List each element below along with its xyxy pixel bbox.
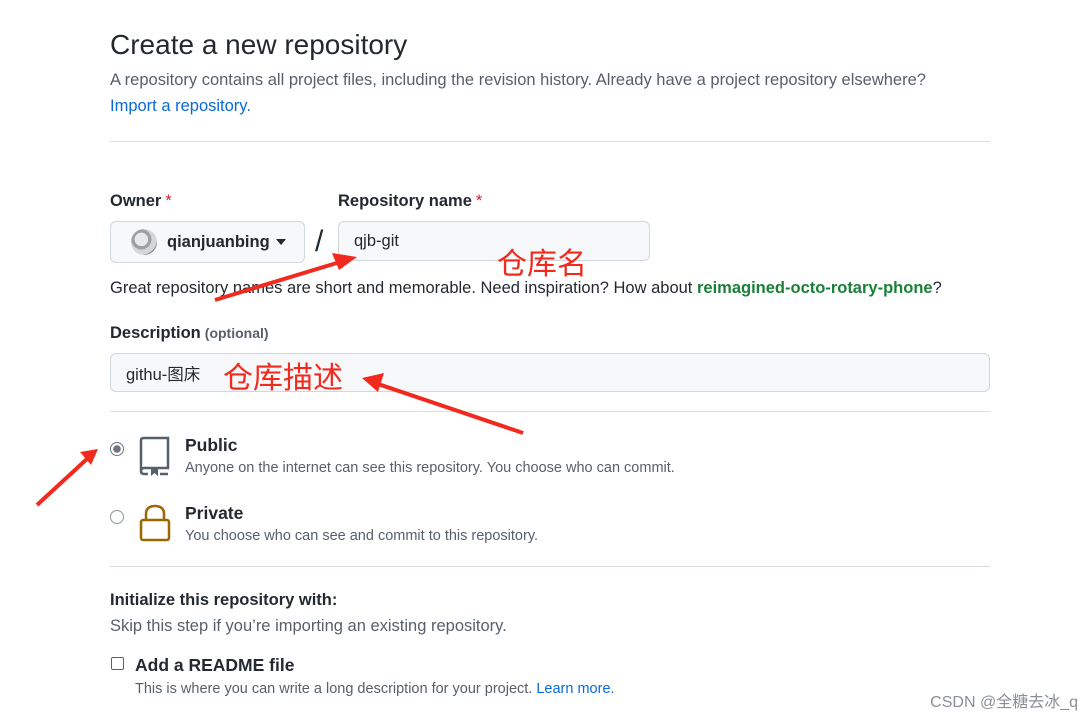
- repo-name-hint: Great repository names are short and mem…: [110, 279, 942, 297]
- required-mark: *: [165, 192, 172, 210]
- arrow-to-public-icon: [35, 449, 98, 507]
- import-repository-link[interactable]: Import a repository.: [110, 97, 251, 115]
- repo-name-label: Repository name*: [338, 192, 483, 210]
- annotation-repo-name: 仓库名: [497, 247, 587, 282]
- required-mark: *: [475, 192, 483, 210]
- annotation-repo-description: 仓库描述: [223, 361, 343, 396]
- divider: [110, 411, 990, 412]
- owner-name: qianjuanbing: [167, 232, 270, 251]
- readme-description: This is where you can write a long descr…: [135, 681, 615, 697]
- caret-down-icon: [275, 239, 286, 245]
- arrow-to-description-icon: [362, 373, 524, 435]
- avatar: [131, 229, 157, 255]
- public-description: Anyone on the internet can see this repo…: [185, 460, 675, 476]
- description-input[interactable]: [110, 353, 990, 392]
- divider: [110, 566, 990, 567]
- initialize-title: Initialize this repository with:: [110, 591, 338, 609]
- arrow-to-repo-name-icon: [214, 253, 357, 302]
- owner-select-button[interactable]: qianjuanbing: [110, 221, 305, 263]
- learn-more-link[interactable]: Learn more.: [536, 681, 615, 697]
- repo-name-input[interactable]: [338, 221, 650, 261]
- private-title: Private: [185, 503, 244, 523]
- lock-icon: [138, 503, 172, 548]
- repo-public-icon: [138, 436, 172, 481]
- public-title: Public: [185, 435, 238, 455]
- initialize-subtitle: Skip this step if you’re importing an ex…: [110, 617, 507, 635]
- private-description: You choose who can see and commit to thi…: [185, 528, 539, 544]
- owner-repo-separator: /: [315, 225, 324, 258]
- readme-checkbox[interactable]: [111, 657, 124, 670]
- page-title: Create a new repository: [110, 29, 408, 60]
- readme-label[interactable]: Add a README file: [135, 655, 295, 675]
- owner-label: Owner*: [110, 192, 172, 210]
- page-subtitle: A repository contains all project files,…: [110, 71, 926, 89]
- description-label: Description(optional): [110, 324, 269, 342]
- watermark: CSDN @全糖去冰_q: [930, 694, 1078, 711]
- divider: [110, 141, 990, 142]
- optional-mark: (optional): [204, 325, 269, 341]
- name-suggestion[interactable]: reimagined-octo-rotary-phone: [696, 279, 933, 297]
- public-radio[interactable]: [110, 442, 124, 456]
- private-radio[interactable]: [110, 510, 124, 524]
